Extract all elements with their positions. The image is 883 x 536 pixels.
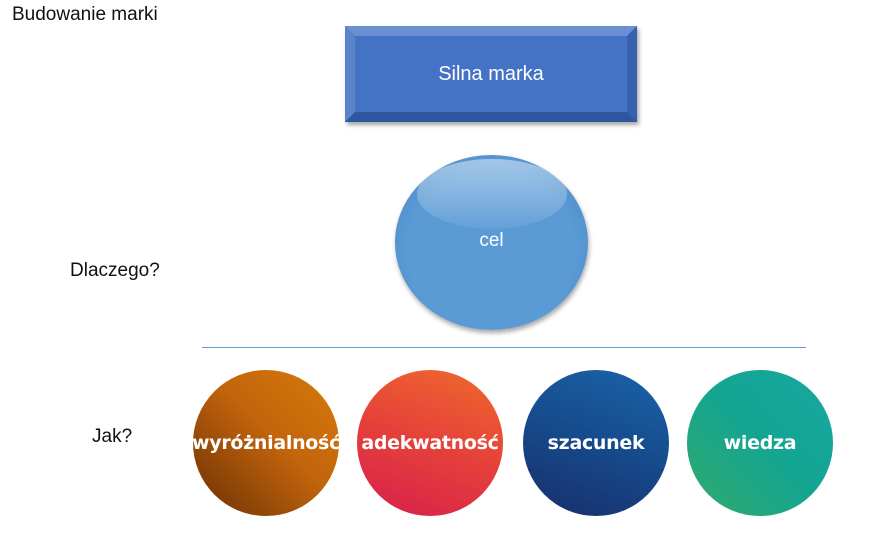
pillar-knowledge: wiedza: [687, 370, 833, 516]
why-label: Dlaczego?: [70, 260, 160, 281]
pillar-relevance: adekwatność: [357, 370, 503, 516]
pillar-label: wyróżnialność: [191, 432, 341, 454]
pillar-label: adekwatność: [361, 432, 499, 454]
pillar-distinctiveness: wyróżnialność: [191, 370, 341, 516]
goal-circle: cel: [395, 155, 588, 330]
page-title: Budowanie marki: [12, 4, 158, 25]
strong-brand-box: Silna marka: [345, 26, 637, 122]
pillar-label: szacunek: [547, 432, 645, 454]
box-bevel: [345, 26, 637, 122]
pillar-label: wiedza: [723, 432, 797, 454]
goal-label: cel: [479, 230, 504, 251]
strong-brand-label: Silna marka: [438, 62, 544, 85]
divider-line: [202, 347, 806, 348]
how-label: Jak?: [92, 426, 133, 447]
pillar-respect: szacunek: [523, 370, 669, 516]
